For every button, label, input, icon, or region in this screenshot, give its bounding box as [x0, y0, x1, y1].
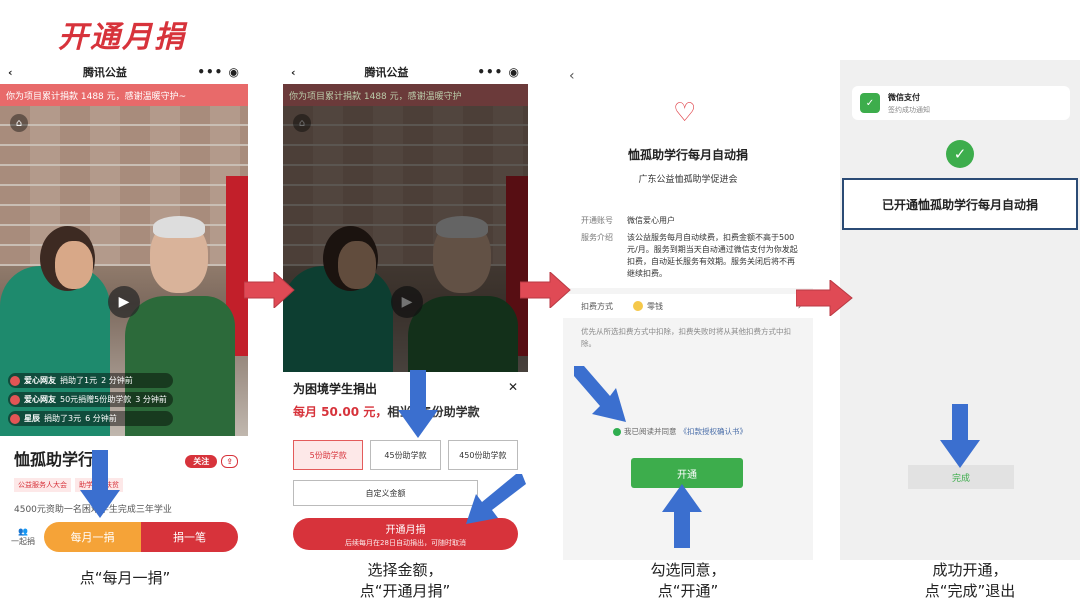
nav-bar: ‹ 腾讯公益 ••• ◉ — [283, 60, 528, 84]
screen-success: ✓ 微信支付 签约成功通知 ✓ 已开通恤孤助学行每月自动捐 完成 — [840, 60, 1080, 560]
payment-note: 优先从所选扣费方式中扣除，扣费失败时将从其他扣费方式中扣除。 — [581, 327, 791, 348]
project-tag: 公益服务人大会 — [14, 478, 71, 492]
project-description: 4500元资助一名困难学生完成三年学业 — [14, 505, 172, 515]
amount-options: 5份助学款 45份助学款 450份助学款 — [293, 440, 518, 470]
back-icon[interactable]: ‹ — [291, 65, 296, 79]
tap-hint-arrow-icon — [574, 366, 626, 422]
screen-project-page: ‹ 腾讯公益 ••• ◉ 你为项目累计捐款 1488 元，感谢温暖守护~ ⌂ ▶… — [0, 60, 248, 560]
back-icon[interactable]: ‹ — [8, 65, 13, 79]
play-icon[interactable]: ▶ — [108, 286, 140, 318]
step-caption: 勾选同意， 点“开通” — [650, 561, 726, 600]
share-icon[interactable]: ⇪ — [221, 454, 238, 468]
amount-sheet: 为困境学生捐出 ✕ 每月 50.00 元，相当于5份助学款 5份助学款 45份助… — [283, 372, 528, 560]
heart-logo-icon: ♡ — [673, 98, 697, 128]
payment-method-row[interactable]: 扣费方式 零钱 › — [563, 294, 813, 318]
tap-hint-arrow-icon — [398, 370, 438, 438]
done-button[interactable]: 完成 — [908, 465, 1014, 489]
tap-hint-arrow-icon — [80, 450, 120, 518]
page-title: 开通月捐 — [58, 20, 186, 55]
step-caption: 选择金额， 点“开通月捐” — [359, 561, 451, 600]
custom-amount-button[interactable]: 自定义金额 — [293, 480, 478, 506]
monthly-donate-button[interactable]: 每月一捐 — [44, 522, 141, 552]
people-icon: 👥 — [18, 527, 28, 536]
avatar — [10, 413, 20, 424]
confirm-open-button[interactable]: 开通 — [631, 458, 743, 488]
service-details: 开通账号微信爱心用户 服务介绍该公益服务每月自动续费，扣费金额不高于500元/月… — [581, 216, 798, 278]
organization-name: 广东公益恤孤助学促进会 — [638, 175, 738, 185]
home-icon[interactable]: ⌂ — [10, 114, 28, 132]
donation-banner: 你为项目累计捐款 1488 元，感谢温暖守护~ — [0, 84, 248, 106]
avatar — [10, 375, 20, 386]
together-donate[interactable]: 👥 一起捐 — [11, 527, 35, 546]
next-step-arrow-icon — [796, 280, 853, 316]
tap-hint-arrow-icon — [466, 474, 526, 524]
open-monthly-button[interactable]: 开通月捐 后续每月在28日自动捐出，可随时取消 — [293, 518, 518, 550]
agreement-link: 《扣款授权确认书》 — [679, 427, 748, 436]
donation-banner: 你为项目累计捐款 1488 元，感谢温暖守护 — [283, 84, 528, 106]
tap-hint-arrow-icon — [940, 404, 980, 468]
follow-button[interactable]: 关注 — [185, 454, 218, 468]
more-icon[interactable]: ••• ◉ — [477, 65, 520, 79]
back-icon[interactable]: ‹ — [569, 68, 575, 84]
sheet-title: 为困境学生捐出 — [293, 382, 378, 396]
donate-bar: 👥 一起捐 每月一捐 捐一笔 — [0, 514, 248, 560]
next-step-arrow-icon — [520, 272, 571, 308]
avatar — [10, 394, 20, 405]
step-caption: 成功开通， 点“完成”退出 — [924, 561, 1016, 600]
autopay-title: 恤孤助学行每月自动捐 — [627, 148, 748, 162]
next-step-arrow-icon — [244, 272, 295, 308]
amount-option[interactable]: 450份助学款 — [447, 440, 518, 470]
project-tag: 助学 — [75, 478, 97, 492]
agreement-row[interactable]: 我已阅读并同意《扣款授权确认书》 — [613, 426, 747, 437]
close-icon[interactable]: ✕ — [507, 380, 518, 394]
screen-amount-select: ‹ 腾讯公益 ••• ◉ 你为项目累计捐款 1488 元，感谢温暖守护 ⌂ ▶ … — [283, 60, 528, 560]
nav-bar: ‹ 腾讯公益 ••• ◉ — [0, 60, 248, 84]
amount-option[interactable]: 5份助学款 — [293, 440, 364, 470]
success-check-icon: ✓ — [946, 140, 974, 168]
screen-confirm-autopay: ‹ ♡ 恤孤助学行每月自动捐 广东公益恤孤助学促进会 开通账号微信爱心用户 服务… — [563, 60, 813, 560]
wechat-pay-icon: ✓ — [860, 93, 880, 113]
nav-title: 腾讯公益 — [364, 66, 409, 79]
amount-option[interactable]: 45份助学款 — [370, 440, 441, 470]
project-info: 恤孤助学行 关注⇪ 公益服务人大会 助学 扶贫 4500元资助一名困难学生完成三… — [0, 436, 248, 515]
step-caption: 点“每月一捐” — [79, 569, 171, 587]
wechat-pay-notification[interactable]: ✓ 微信支付 签约成功通知 — [852, 86, 1070, 120]
tap-hint-arrow-icon — [662, 484, 702, 548]
project-name: 恤孤助学行 — [14, 450, 95, 469]
wallet-icon — [633, 301, 643, 311]
more-icon[interactable]: ••• ◉ — [197, 65, 240, 79]
checkbox-checked-icon — [613, 427, 621, 436]
nav-title: 腾讯公益 — [82, 66, 127, 79]
one-time-donate-button[interactable]: 捐一笔 — [141, 522, 238, 552]
result-message: 已开通恤孤助学行每月自动捐 — [842, 178, 1078, 230]
